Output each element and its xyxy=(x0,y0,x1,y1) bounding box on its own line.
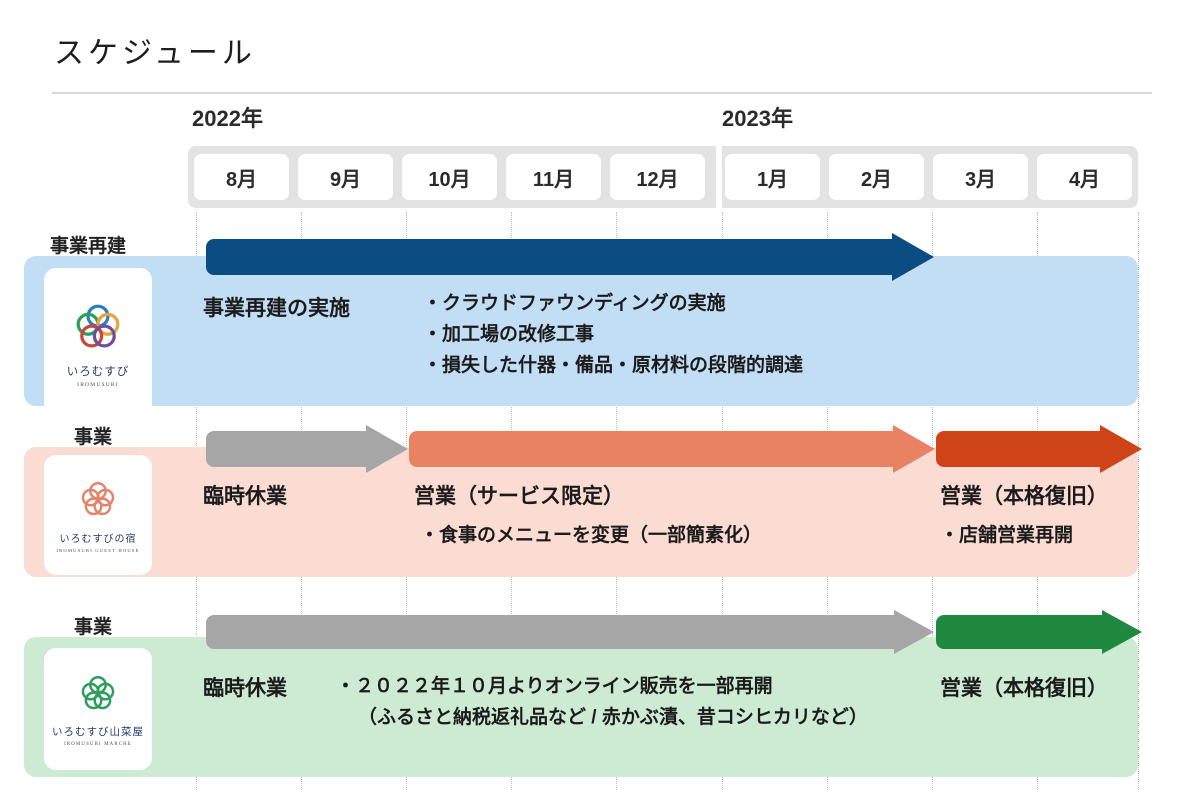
month-cell-2[interactable]: 2月 xyxy=(829,154,924,200)
full-recovery-arrow xyxy=(936,425,1142,473)
bullet-item: ・加工場の改修工事 xyxy=(423,323,595,345)
row-tag-label: 事業 xyxy=(74,427,113,448)
month-cell-1[interactable]: 1月 xyxy=(725,154,820,200)
month-cell-3[interactable]: 3月 xyxy=(933,154,1028,200)
row-background xyxy=(24,637,1138,777)
logo-name: いろむすびの宿 xyxy=(59,534,137,545)
full-recovery-arrow xyxy=(936,610,1142,654)
row-background xyxy=(24,256,1138,406)
iromusubi-marche-knot-icon xyxy=(81,675,115,710)
rebuild-arrow xyxy=(206,233,934,281)
month-header-track: 8月 9月 10月 11月 12月 1月 2月 3月 4月 xyxy=(188,146,1138,208)
bullet-item: ・店舗営業再開 xyxy=(940,525,1074,546)
logo-card-iromusubi: いろむすび IROMUSUBI xyxy=(44,268,152,420)
bullet-list: ・クラウドファウンディングの実施 ・加工場の改修工事 ・損失した什器・備品・原材… xyxy=(423,289,803,381)
closed-arrow xyxy=(206,425,408,473)
phase-label: 事業再建の実施 xyxy=(203,297,350,320)
title-divider xyxy=(52,92,1152,94)
phase-label-recovery: 営業（本格復旧） xyxy=(940,485,1108,508)
bullet-item: ・食事のメニューを変更（一部簡素化） xyxy=(420,525,763,546)
year-label-2022: 2022年 xyxy=(192,106,263,131)
logo-card-marche: いろむすび山菜屋 IROMUSUBI MARCHE xyxy=(44,648,152,770)
bullet-item: ・２０２２年１０月よりオンライン販売を一部再開 xyxy=(336,676,773,697)
month-cell-10[interactable]: 10月 xyxy=(402,154,497,200)
bullet-list: ・２０２２年１０月よりオンライン販売を一部再開 （ふるさと納税返礼品など / 赤… xyxy=(336,672,868,734)
month-cell-11[interactable]: 11月 xyxy=(506,154,601,200)
phase-label-closed: 臨時休業 xyxy=(203,677,287,700)
bullet-item: （ふるさと納税返礼品など / 赤かぶ漬、昔コシヒカリなど） xyxy=(358,706,868,728)
row-tag-label: 事業再建 xyxy=(50,236,127,257)
row-tag-label: 事業 xyxy=(74,617,113,638)
bullet-item: ・クラウドファウンディングの実施 xyxy=(423,293,726,314)
phase-label-limited: 営業（サービス限定） xyxy=(414,485,624,508)
bullet-list-recovery: ・店舗営業再開 xyxy=(940,521,1073,552)
logo-card-guesthouse: いろむすびの宿 IROMUSUBI GUEST HOUSE xyxy=(44,455,152,575)
year-label-2023: 2023年 xyxy=(722,106,793,131)
logo-name: いろむすび山菜屋 xyxy=(52,727,144,738)
month-cell-12[interactable]: 12月 xyxy=(610,154,705,200)
bullet-item: ・損失した什器・備品・原材料の段階的調達 xyxy=(423,354,804,376)
limited-service-arrow xyxy=(409,425,935,473)
logo-name: いろむすび xyxy=(66,366,130,378)
logo-subtitle: IROMUSUBI xyxy=(77,382,119,388)
phase-label-closed: 臨時休業 xyxy=(203,485,287,508)
month-cell-8[interactable]: 8月 xyxy=(194,154,289,200)
month-cell-4[interactable]: 4月 xyxy=(1037,154,1132,200)
year-group-divider xyxy=(716,144,722,210)
logo-subtitle: IROMUSUBI GUEST HOUSE xyxy=(56,548,140,553)
row-background xyxy=(24,447,1138,577)
page-title: スケジュール xyxy=(54,37,256,70)
iromusubi-knot-icon xyxy=(76,304,120,348)
month-cell-9[interactable]: 9月 xyxy=(298,154,393,200)
gridline xyxy=(1138,212,1139,790)
closed-arrow xyxy=(206,610,934,654)
logo-subtitle: IROMUSUBI MARCHE xyxy=(64,742,132,747)
bullet-list-limited: ・食事のメニューを変更（一部簡素化） xyxy=(420,521,762,552)
iromusubi-guesthouse-knot-icon xyxy=(81,481,115,516)
phase-label-recovery: 営業（本格復旧） xyxy=(940,677,1108,700)
